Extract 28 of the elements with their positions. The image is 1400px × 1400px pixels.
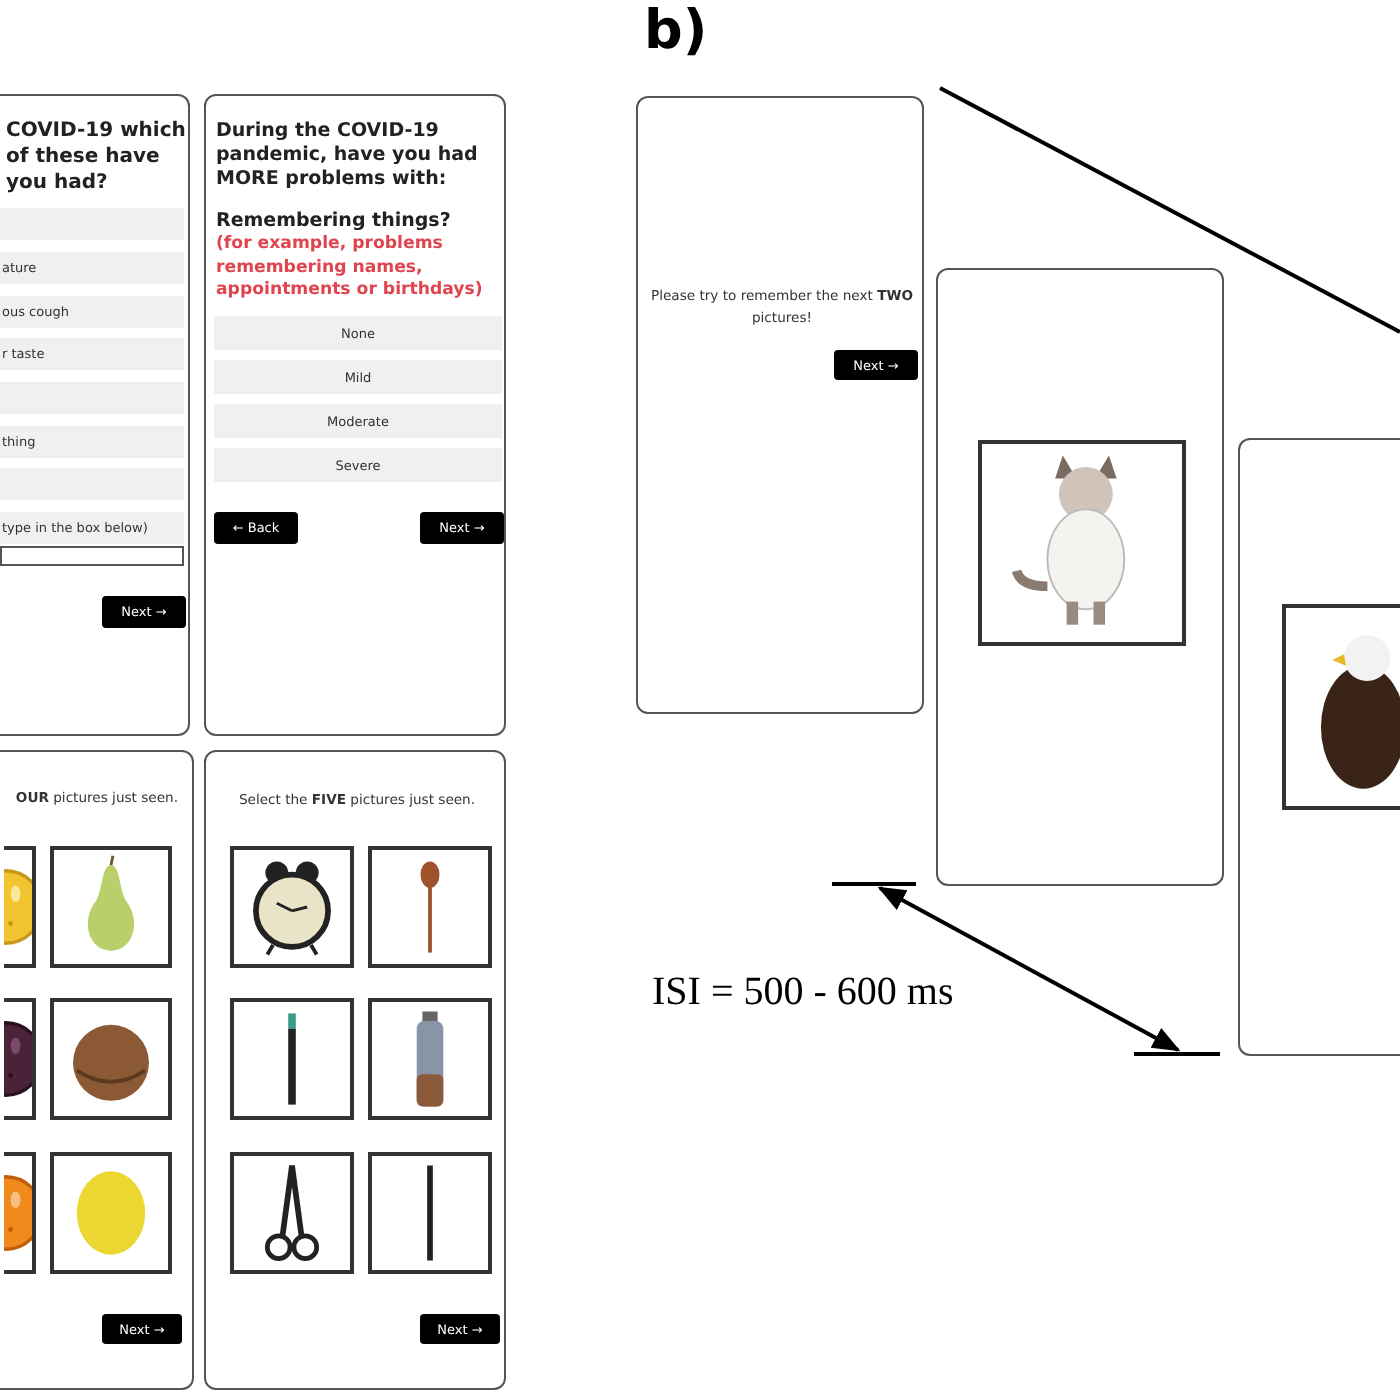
coconut-picture <box>50 998 172 1120</box>
panel-label: b) <box>644 0 708 62</box>
scissors-picture <box>230 1152 354 1274</box>
cat-picture <box>978 440 1186 646</box>
question-text: During the COVID-19 pandemic, have you had MORE problems with: <box>216 120 480 192</box>
phone-screen <box>204 94 506 736</box>
lemon-picture <box>50 1152 172 1274</box>
phone-screen <box>0 94 190 736</box>
pear-picture <box>50 846 172 968</box>
text-input-field <box>0 546 184 566</box>
example-text: (for example, problems remembering names, appointments or birthdays) <box>216 234 485 303</box>
phone-screen <box>0 750 194 1390</box>
question-text: COVID-19 which of these have you had? <box>6 118 186 196</box>
spoon-picture <box>368 846 492 968</box>
isi-label: ISI = 500 - 600 ms <box>652 970 954 1016</box>
eagle-picture <box>1282 604 1400 810</box>
bottle-picture <box>368 998 492 1120</box>
phone-screen <box>1238 438 1400 1056</box>
toothbrush-picture <box>230 998 354 1120</box>
fruit-picture <box>4 846 36 968</box>
pen-picture <box>368 1152 492 1274</box>
phone-screen <box>936 268 1224 886</box>
alarm-clock-picture <box>230 846 354 968</box>
question-text: Remembering things? <box>216 210 453 234</box>
fruit-picture <box>4 1152 36 1274</box>
phone-screen <box>636 96 924 714</box>
phone-screen <box>204 750 506 1390</box>
fruit-picture <box>4 998 36 1120</box>
